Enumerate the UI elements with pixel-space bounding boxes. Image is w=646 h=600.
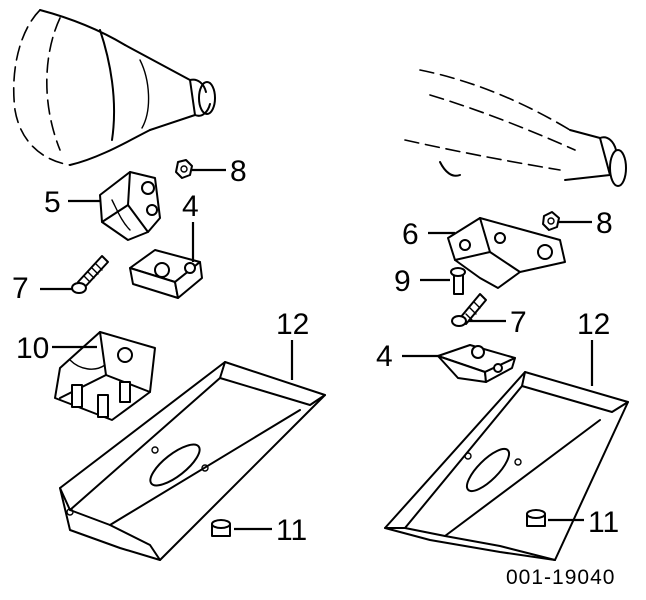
callout-8-right: 8 (596, 207, 613, 240)
crossmember-12-left (59, 340, 326, 561)
bushing-11-left (211, 519, 272, 537)
nut-8-left (175, 159, 226, 179)
bracket-5 (68, 171, 161, 241)
bushing-11-right (526, 509, 584, 527)
callout-7-left: 7 (12, 272, 29, 305)
callout-8-left: 8 (230, 155, 247, 188)
mount-assembly-10 (52, 331, 156, 421)
callout-12-left: 12 (276, 308, 309, 341)
bracket-6 (428, 217, 566, 289)
callout-9: 9 (394, 265, 411, 298)
transmission-housing-right (404, 69, 627, 187)
callout-11-left: 11 (276, 514, 307, 547)
callout-10: 10 (16, 332, 49, 365)
crossmember-12-right (384, 340, 629, 561)
bolt-7-right (451, 293, 506, 327)
callout-5: 5 (44, 186, 61, 219)
nut-8-right (542, 211, 592, 231)
callout-11-right: 11 (588, 506, 619, 539)
figure-code: 001-19040 (506, 566, 615, 589)
callout-12-right: 12 (577, 308, 610, 341)
callout-7-right: 7 (510, 306, 527, 339)
callout-4-left: 4 (182, 190, 199, 223)
insulator-4-right (402, 344, 516, 383)
bolt-7-left (40, 255, 109, 294)
bolt-9 (420, 267, 466, 295)
callout-4-right: 4 (376, 340, 393, 373)
transmission-housing-left (12, 9, 216, 166)
insulator-4-left (129, 222, 203, 299)
callout-6: 6 (402, 218, 419, 251)
